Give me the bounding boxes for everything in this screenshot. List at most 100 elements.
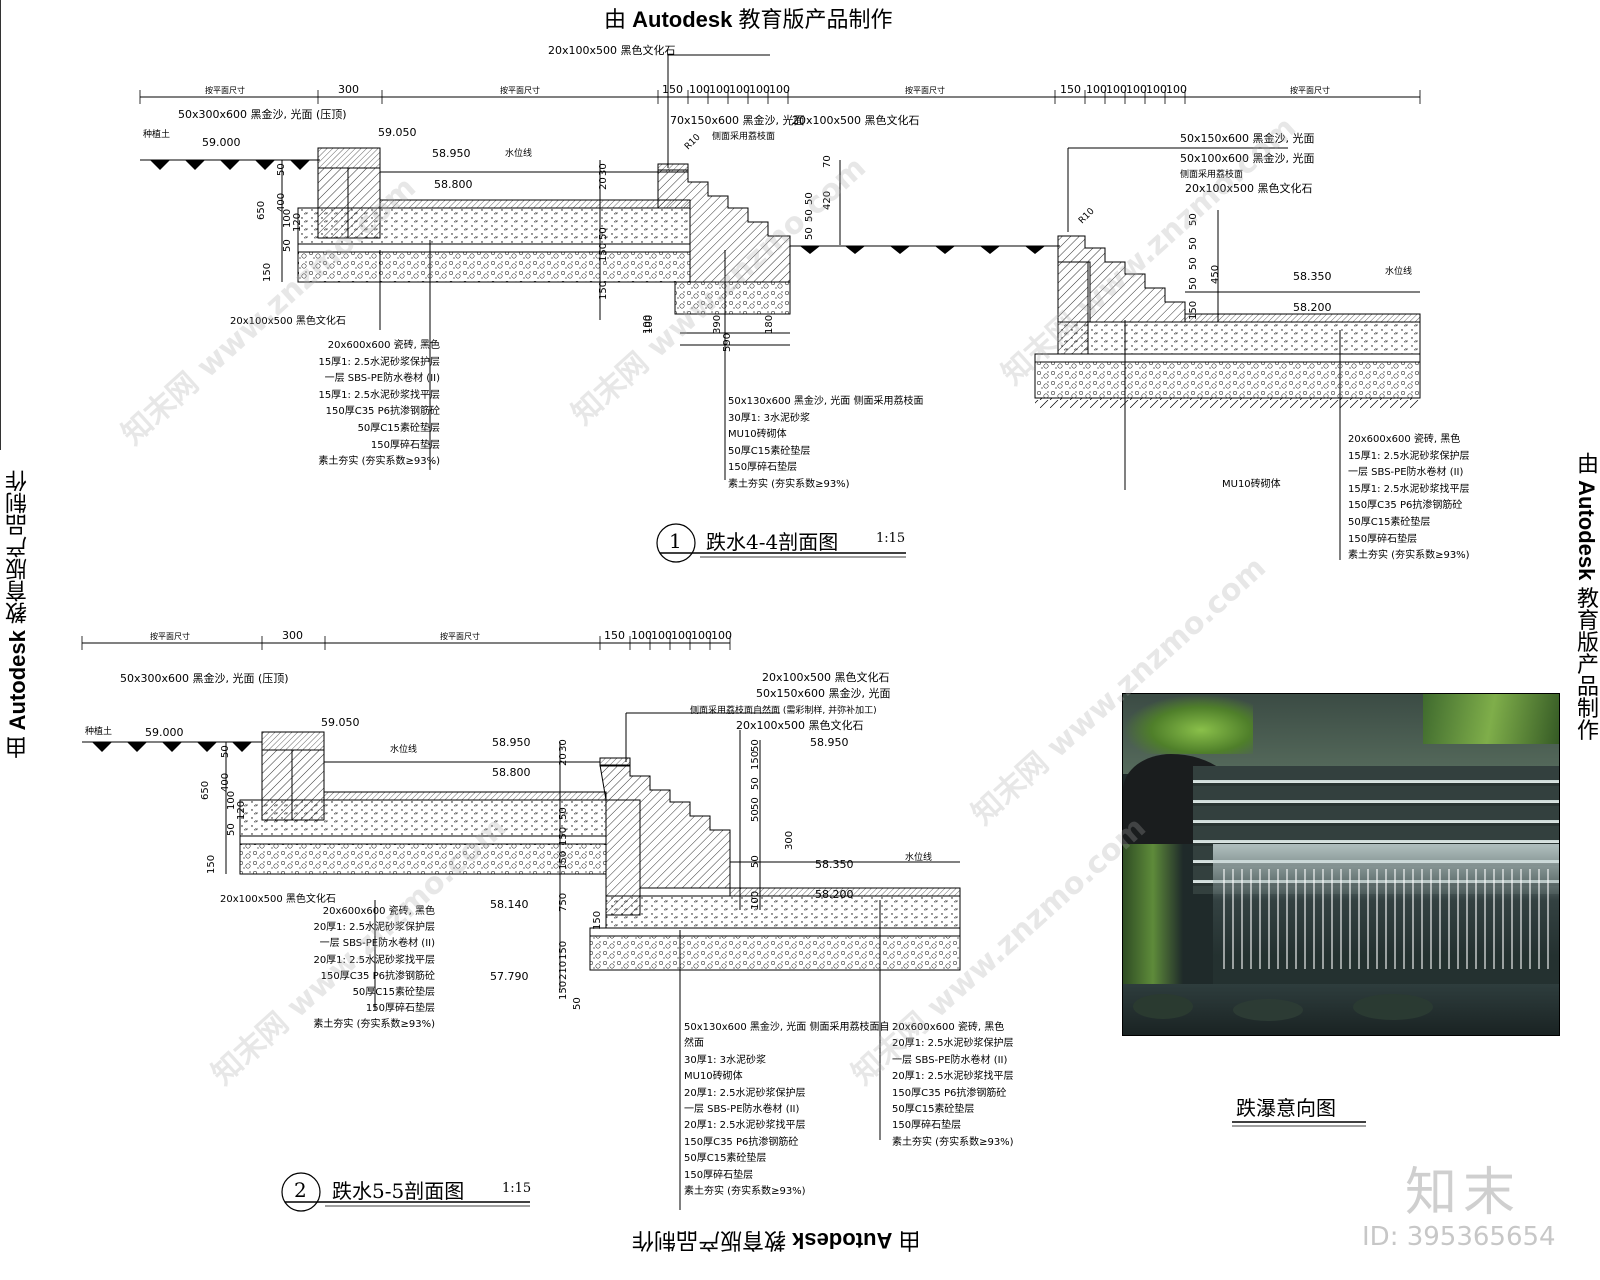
s1-layers-mid: 50x130x600 黑金沙, 光面 侧面采用荔枝面 30厚1: 3水泥砂浆 M… [728, 394, 948, 494]
s1-dim-15: 100 [1166, 83, 1187, 96]
s1-vdim-12: 70 [822, 155, 833, 168]
list-item: 50厚C15素砼垫层 [352, 987, 435, 999]
list-item: 150厚碎石垫层 [728, 462, 798, 474]
list-item: 20x600x600 瓷砖, 黑色 [892, 1022, 1005, 1033]
s1-label-0: 20x100x500 黑色文化石 [548, 43, 676, 57]
list-item: 素土夯实 (夯实系数≥93%) [892, 1136, 1014, 1148]
s1-vdim-17: 50 [1188, 213, 1199, 226]
s2-elev-8: 57.790 [490, 970, 529, 983]
s2-vdim-21: 210 [558, 961, 569, 980]
list-item: 150厚C35 P6抗渗钢筋砼 [684, 1136, 799, 1148]
s1-elev-3: 58.800 [434, 178, 473, 191]
list-item: 一层 SBS-PE防水卷材 (II) [1348, 467, 1464, 479]
list-item: 素土夯实 (夯实系数≥93%) [313, 1019, 435, 1031]
section2-drawing [81, 636, 961, 1210]
s1-dim-1: 300 [338, 83, 359, 96]
s2-elev-5: 58.350 [815, 858, 854, 871]
list-item: 150厚C35 P6抗渗钢筋砼 [320, 970, 435, 982]
s2-vdim-5: 150 [206, 855, 217, 874]
waterfall-photo [1122, 693, 1560, 1036]
s2-label-4: 50x300x600 黑金沙, 光面 (压顶) [120, 671, 289, 685]
s1-label-9: 种植土 [143, 128, 170, 140]
s2-vdim-22: 150 [558, 981, 569, 1000]
photo-caption: 跌瀑意向图 [1236, 1096, 1336, 1120]
left-border-line [0, 0, 1, 450]
s1-dim-10: 150 [1060, 83, 1081, 96]
s1-vdim-19: 50 [1188, 257, 1199, 270]
s2-vdim-1: 400 [220, 773, 231, 792]
s2-vdim-23: 50 [572, 997, 583, 1010]
s1-vdim-9: 150 [598, 243, 609, 262]
list-item: 20厚1: 2.5水泥砂浆找平层 [313, 954, 435, 966]
list-item: 150厚碎石垫层 [1348, 533, 1418, 545]
s1-vdim-8: 30 [598, 163, 609, 176]
s1-vdim-10: 50 [598, 227, 609, 240]
s1-dim-14: 100 [1146, 83, 1167, 96]
s2-vdim-6: 120 [236, 801, 247, 820]
s1-vdim-13: 50 [804, 192, 815, 205]
s1-label-3: 侧面采用荔枝面 [712, 130, 775, 142]
s2-vdim-4: 50 [226, 823, 237, 836]
s2-label-3: 20x100x500 黑色文化石 [736, 718, 864, 732]
s1-elev-4: 58.350 [1293, 270, 1332, 283]
s1-vdim-21: 450 [1210, 265, 1221, 284]
list-item: 150厚碎石垫层 [892, 1120, 962, 1132]
s1-dim-6: 100 [729, 83, 750, 96]
banner-top: 由 Autodesk 教育版产品制作 [604, 7, 893, 32]
list-item: MU10砖砌体 [684, 1071, 743, 1083]
s2-elev-0: 59.000 [145, 726, 184, 739]
s2-elev-3: 58.800 [492, 766, 531, 779]
s2-layers-right: 20x600x600 瓷砖, 黑色 20厚1: 2.5水泥砂浆保护层 一层 SB… [892, 1020, 1092, 1151]
s2-title-circle [281, 1172, 321, 1212]
s2-vdim-10: 50 [558, 807, 569, 820]
s1-scale: 1:15 [876, 531, 906, 546]
s2-dim-0: 按平面尺寸 [150, 631, 190, 641]
s1-elev-5: 58.200 [1293, 301, 1332, 314]
s2-dim-1: 300 [282, 629, 303, 642]
s1-layers-left: 20x100x500 黑色文化石 20x600x600 瓷砖, 黑色 15厚1:… [230, 316, 440, 471]
section2-annotations: 按平面尺寸 300 按平面尺寸 150 100 100 100 100 100 … [85, 629, 932, 983]
s1-mu10-label: MU10砖砌体 [1222, 479, 1281, 490]
s2-layers-mid: 50x130x600 黑金沙, 光面 侧面采用荔枝面自然面 30厚1: 3水泥砂… [684, 1020, 899, 1200]
s1-elev-2: 58.950 [432, 147, 471, 160]
watermark-logo: 知末 [1405, 1163, 1522, 1223]
s1-dim-7: 100 [749, 83, 770, 96]
s1-vdim-27: 100 [644, 315, 655, 334]
s2-vdim-15: 50 [750, 797, 761, 810]
s2-vdim-7: 20 [558, 753, 569, 766]
list-item: 一层 SBS-PE防水卷材 (II) [684, 1104, 800, 1116]
s2-dim-5: 100 [651, 629, 672, 642]
s1-dim-8: 100 [769, 83, 790, 96]
list-item: 20x600x600 瓷砖, 黑色 [327, 340, 440, 351]
s1-dim-11: 100 [1086, 83, 1107, 96]
list-item: 20厚1: 2.5水泥砂浆找平层 [684, 1120, 806, 1132]
s1-dim-4: 100 [689, 83, 710, 96]
s2-vdim-3: 100 [226, 791, 237, 810]
s1-vdim-26: 590 [722, 333, 733, 352]
list-item: 50x130x600 黑金沙, 光面 侧面采用荔枝面 [728, 396, 924, 407]
s1-vdim-24: 390 [712, 315, 723, 334]
s2-title: 跌水5-5剖面图 [332, 1179, 465, 1203]
section1-drawing [139, 54, 1421, 560]
s1-label-7: 侧面采用荔枝面 [1180, 168, 1243, 180]
s2-vdim-25: 100 [750, 891, 761, 910]
s1-vdim-22: 150 [1188, 301, 1199, 320]
list-item: 50厚C15素砼垫层 [892, 1104, 975, 1116]
list-item: 15厚1: 2.5水泥砂浆找平层 [318, 389, 440, 401]
banner-right: 由 Autodesk 教育版产品制作 [1574, 452, 1599, 741]
list-item: 一层 SBS-PE防水卷材 (II) [324, 373, 440, 385]
title-markers [281, 523, 1366, 1212]
s1-vdim-3: 100 [282, 209, 293, 228]
s2-elev-7: 58.140 [490, 898, 529, 911]
s1-vdim-18: 50 [1188, 237, 1199, 250]
s1-elev-1: 59.050 [378, 126, 417, 139]
s2-label-7: 水位线 [905, 851, 932, 863]
s2-scale: 1:15 [502, 1181, 532, 1196]
s1-title: 跌水4-4剖面图 [706, 530, 839, 554]
s2-dim-4: 100 [631, 629, 652, 642]
list-item: 素土夯实 (夯实系数≥93%) [728, 478, 850, 490]
list-item: 50厚C15素砼垫层 [357, 422, 440, 434]
s2-label-2: 侧面采用荔枝面自然面 (需彩制样, 并弥补加工) [690, 704, 877, 716]
s2-vdim-9: 150 [558, 827, 569, 846]
s2-dim-2: 按平面尺寸 [440, 631, 480, 641]
